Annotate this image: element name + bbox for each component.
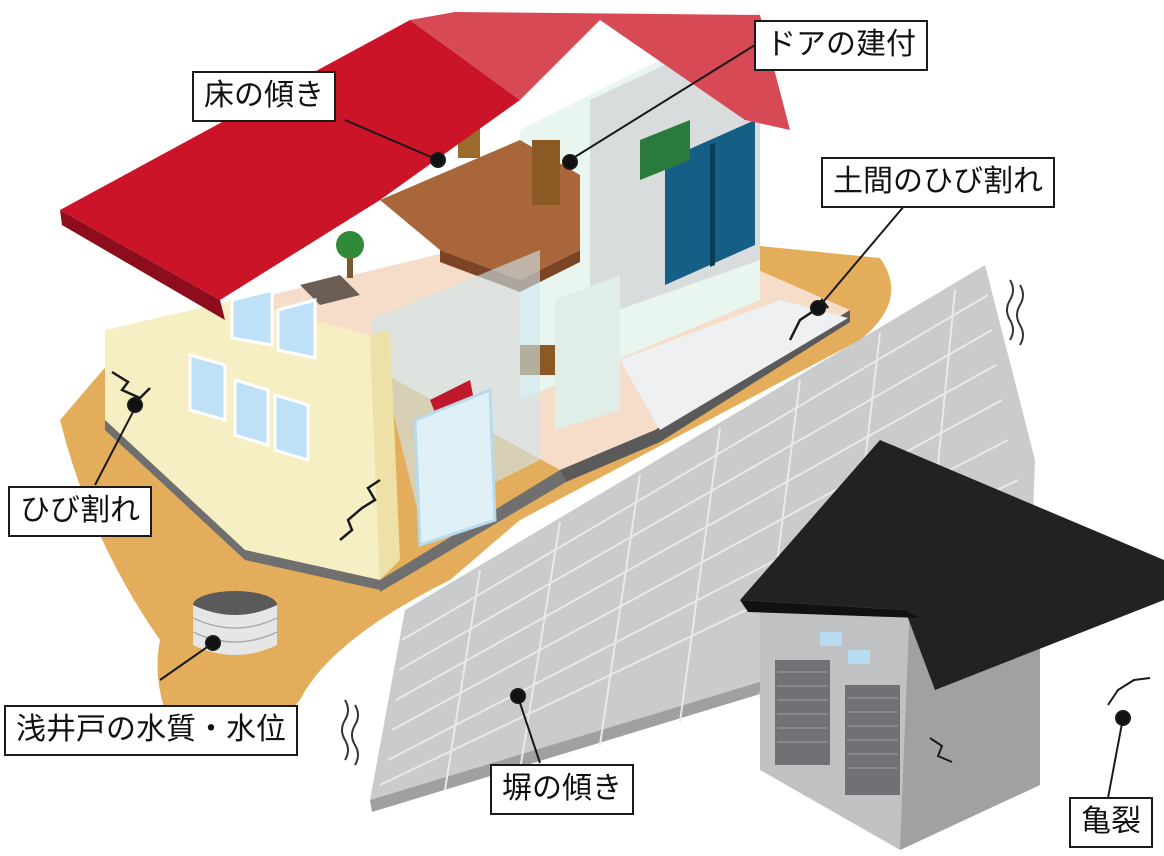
callout-well-quality: 浅井戸の水質・水位 bbox=[4, 705, 298, 756]
red-roof bbox=[60, 20, 520, 300]
callout-floor-tilt: 床の傾き bbox=[192, 71, 336, 122]
house-front-wall bbox=[105, 300, 380, 580]
callout-wall-crack: ひび割れ bbox=[8, 486, 152, 537]
callout-fence-tilt: 塀の傾き bbox=[490, 764, 634, 815]
earth-floor bbox=[620, 300, 848, 430]
shed-roof bbox=[740, 440, 1164, 690]
staircase bbox=[380, 140, 580, 280]
callout-leaders bbox=[94, 44, 1131, 799]
house-windows bbox=[188, 288, 317, 463]
callout-door-fitting: ドアの建付 bbox=[754, 20, 928, 71]
callout-earth-floor-crack: 土間のひび割れ bbox=[821, 157, 1055, 208]
crack-mark bbox=[111, 370, 151, 400]
callout-shed-crack: 亀裂 bbox=[1069, 797, 1153, 848]
